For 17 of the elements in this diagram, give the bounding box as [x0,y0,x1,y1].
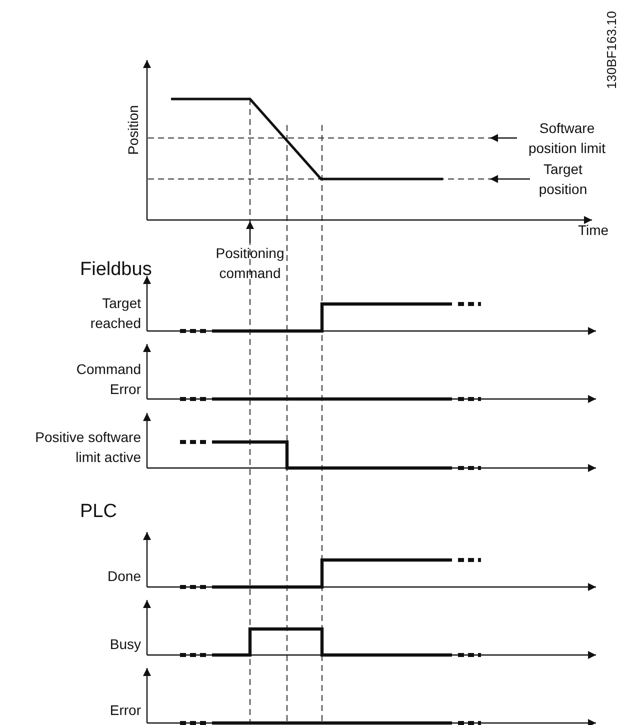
callout-text: Target position [538,160,588,199]
signal-label: Done [106,567,141,586]
callout-text: Positioning command [214,244,286,283]
signal-label: Command Error [75,360,141,399]
axis-label: Time [578,221,609,240]
signal-label: Error [108,701,141,720]
signal-label: Target reached [89,294,141,333]
axis-label: Position [124,104,142,157]
section-heading: PLC [80,500,117,524]
arrow [246,221,254,243]
figure-number: 130BF163.10 [603,10,620,92]
callout-text: Software position limit [527,119,607,158]
signal-label: Busy [108,635,141,654]
arrow [490,134,517,142]
arrow [490,175,530,183]
signal-label: Positive software limit active [34,428,141,467]
section-heading: Fieldbus [80,258,152,282]
